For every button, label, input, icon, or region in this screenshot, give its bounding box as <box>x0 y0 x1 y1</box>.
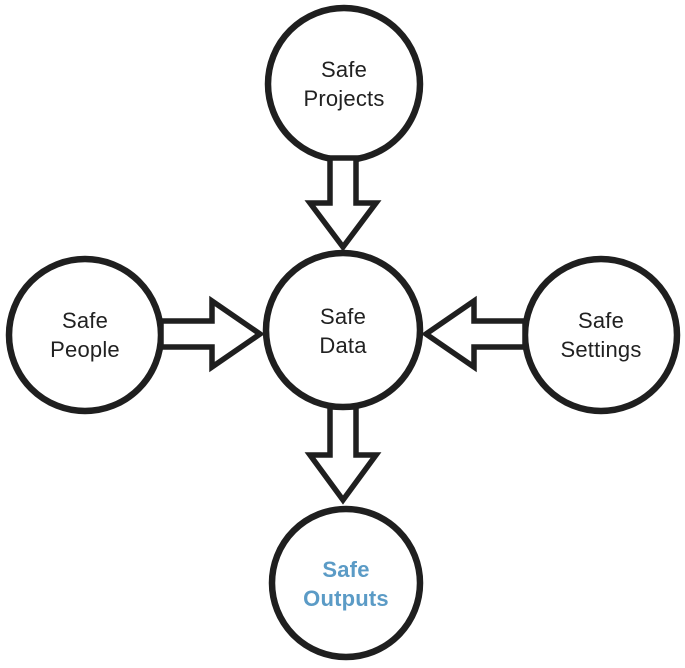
label-line-1: Safe <box>577 308 625 333</box>
safe-data-circle <box>262 249 424 411</box>
safe-outputs-circle <box>268 505 424 661</box>
label-line-2: Data <box>319 333 367 358</box>
arrow-left-to-center-icon <box>158 295 265 373</box>
arrow-right-to-center-icon <box>421 295 528 373</box>
safe-projects-label: Safe Projects <box>303 55 384 113</box>
arrow-center-to-bottom-icon <box>304 404 382 505</box>
label-line-2: Outputs <box>303 586 389 611</box>
label-line-1: Safe <box>320 57 368 82</box>
arrow-top-to-center-icon <box>304 155 382 252</box>
safe-outputs-label: Safe Outputs <box>303 555 389 613</box>
label-line-1: Safe <box>319 304 367 329</box>
safe-people-label: Safe People <box>50 306 120 364</box>
label-line-2: Settings <box>560 337 642 362</box>
label-line-2: People <box>50 337 120 362</box>
label-line-1: Safe <box>61 308 109 333</box>
safe-data-label: Safe Data <box>319 302 366 360</box>
safe-settings-label: Safe Settings <box>560 306 641 364</box>
label-line-2: Projects <box>303 86 385 111</box>
label-line-1: Safe <box>322 557 370 582</box>
